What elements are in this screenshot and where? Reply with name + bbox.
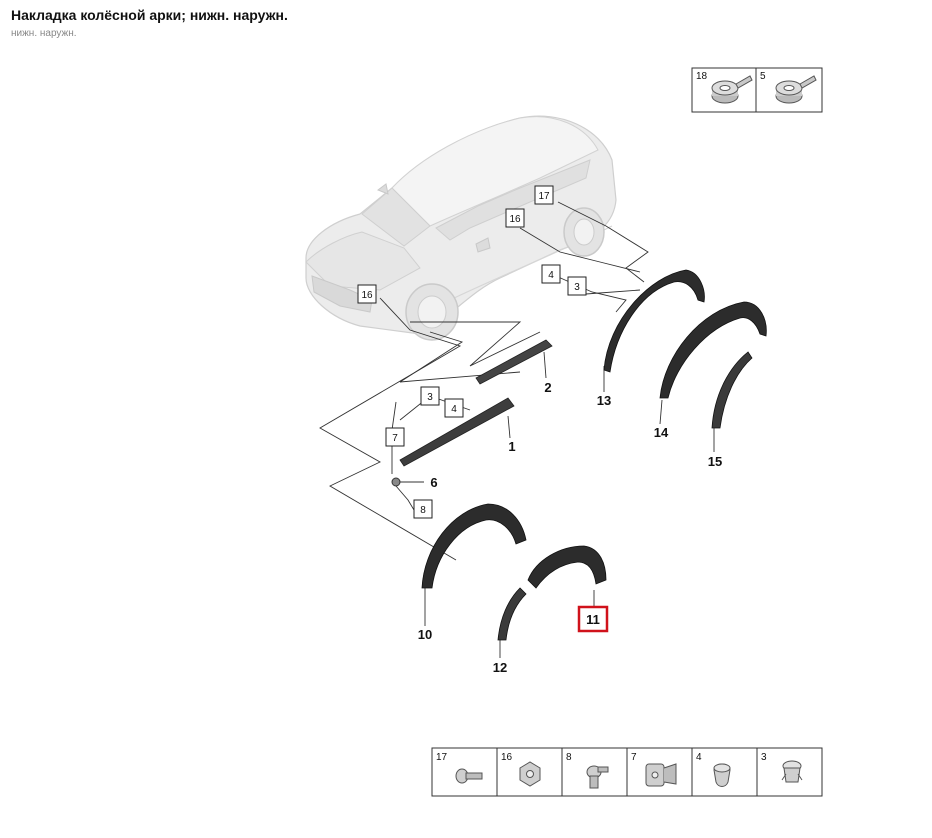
svg-text:3: 3 [761,752,767,763]
car-illustration [305,115,617,341]
svg-text:7: 7 [392,433,398,444]
page-subtitle: нижн. наружн. [11,28,77,39]
legend-bottom-item-7[interactable]: 7 [631,752,677,787]
svg-text:8: 8 [420,505,426,516]
boxed-callouts: 17 16 4 3 16 3 4 7 [357,185,587,519]
legend-bottom-item-8[interactable]: 8 [566,752,609,789]
svg-text:4: 4 [548,270,554,281]
legend-bottom-item-4[interactable]: 4 [696,752,731,787]
part-labels: 2 1 6 13 14 15 10 12 11 [418,380,722,675]
callout-4-mid[interactable]: 4 [541,264,561,284]
callout-17-top[interactable]: 17 [534,185,554,205]
callout-7[interactable]: 7 [385,427,405,447]
rivet-icon [781,760,803,783]
svg-text:7: 7 [631,752,637,763]
part-label-6[interactable]: 6 [430,475,437,490]
legend-bottom-item-17[interactable]: 17 [436,752,483,784]
bolt-icon [586,765,609,789]
page-title: Накладка колёсной арки; нижн. наружн. [11,7,288,23]
part-label-11-highlighted[interactable]: 11 [577,605,609,633]
legend-top: 18 5 [691,67,823,113]
callout-16-top[interactable]: 16 [505,208,525,228]
legend-top-item-18[interactable]: 18 [696,71,753,104]
tape-roll-icon [775,75,817,104]
callout-16-front[interactable]: 16 [357,284,377,304]
part-label-10[interactable]: 10 [418,627,432,642]
svg-text:11: 11 [586,612,600,627]
legend-bottom: 17 16 8 7 [431,747,823,797]
part-label-14[interactable]: 14 [654,425,669,440]
callout-8[interactable]: 8 [413,499,433,519]
svg-text:4: 4 [451,404,457,415]
svg-text:8: 8 [566,752,572,763]
svg-text:4: 4 [696,752,702,763]
svg-text:17: 17 [538,191,550,202]
legend-bottom-item-3[interactable]: 3 [761,752,803,783]
parts [391,269,767,641]
plug-icon [713,763,731,787]
callout-4-low[interactable]: 4 [444,398,464,418]
legend-bottom-item-16[interactable]: 16 [501,752,541,787]
part-label-12[interactable]: 12 [493,660,507,675]
screw-icon [455,768,483,784]
part-label-1[interactable]: 1 [508,439,515,454]
callout-3-mid[interactable]: 3 [567,276,587,296]
part-label-13[interactable]: 13 [597,393,611,408]
part-label-15[interactable]: 15 [708,454,722,469]
part-label-2[interactable]: 2 [544,380,551,395]
tape-roll-icon [711,75,753,104]
clip-icon [645,763,677,787]
svg-text:17: 17 [436,752,448,763]
legend-number: 18 [696,71,708,82]
legend-top-item-5[interactable]: 5 [760,71,817,104]
svg-text:3: 3 [427,392,433,403]
legend-number: 5 [760,71,766,82]
svg-text:16: 16 [509,214,521,225]
svg-text:3: 3 [574,282,580,293]
svg-text:16: 16 [501,752,513,763]
svg-text:16: 16 [361,290,373,301]
callout-3-low[interactable]: 3 [420,386,440,406]
nut-icon [519,761,541,787]
